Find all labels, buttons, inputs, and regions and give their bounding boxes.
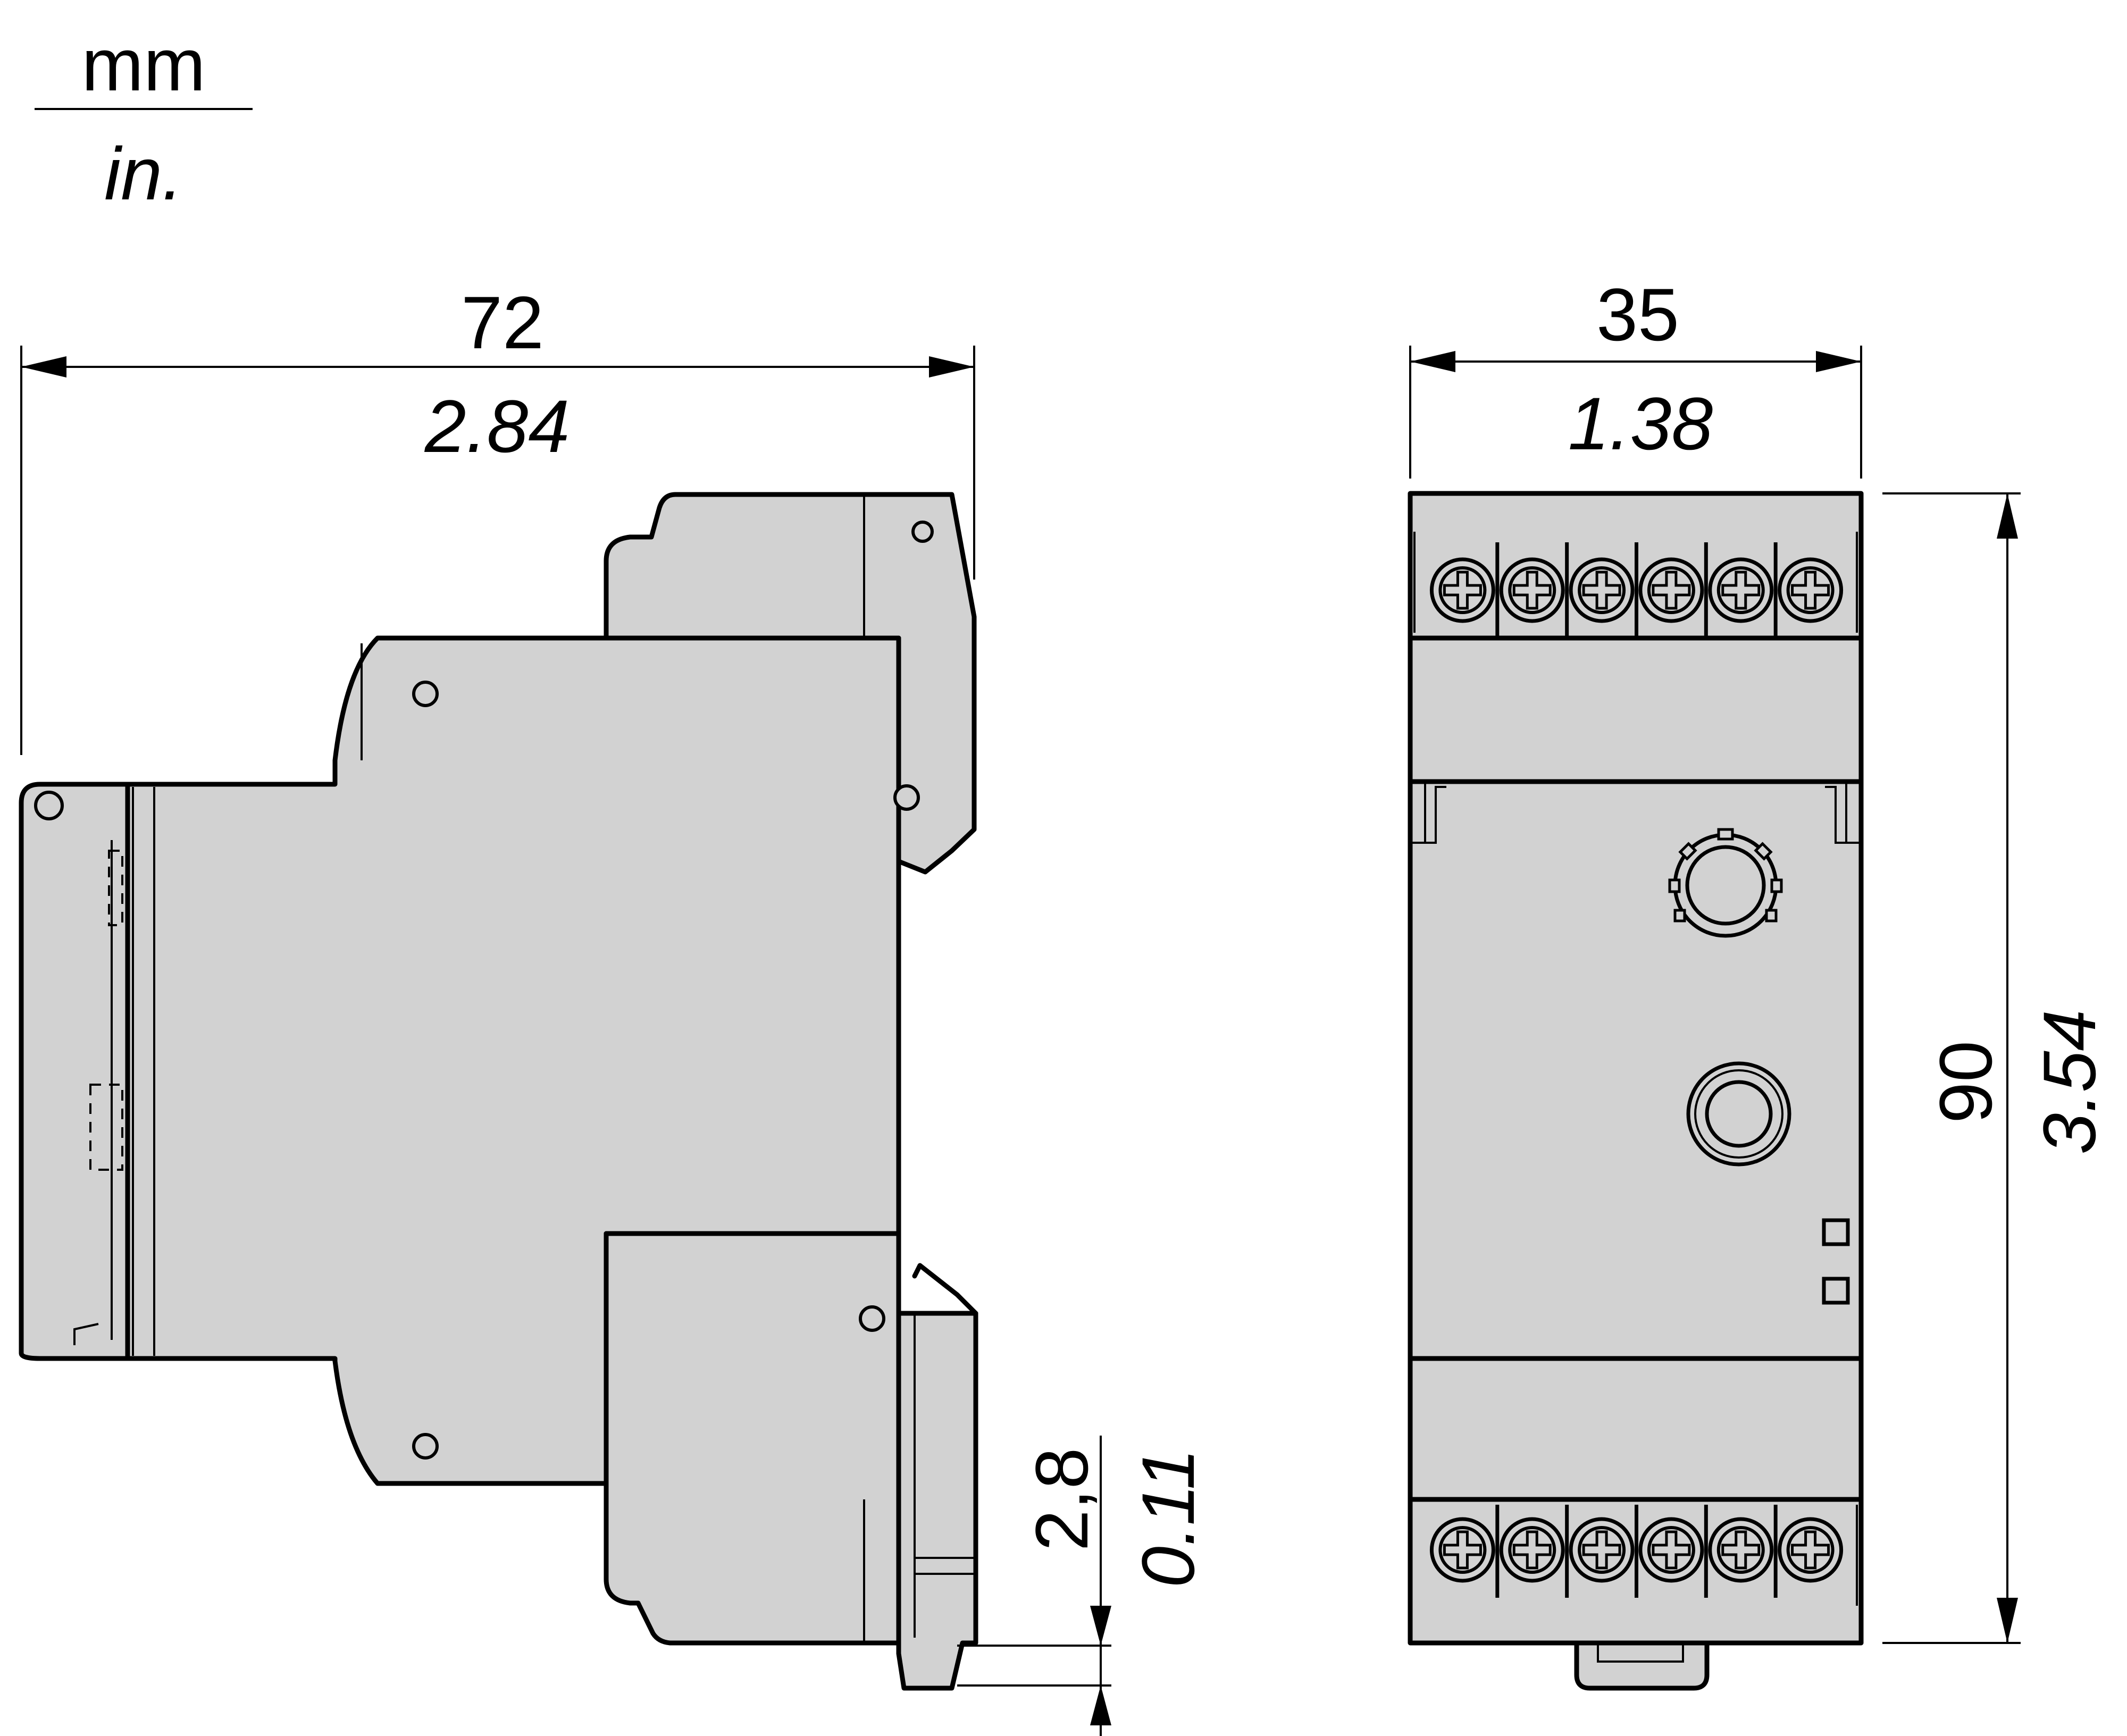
terminal-screw	[1495, 1505, 1565, 1598]
side-view	[19, 492, 978, 1691]
knob-tick-top	[1717, 828, 1734, 841]
terminal-screw	[1773, 1505, 1844, 1598]
lens-center	[1705, 1080, 1773, 1148]
side-hidden-tab	[108, 850, 123, 926]
side-hinge-pin	[34, 791, 64, 820]
unit-legend: mm in.	[35, 23, 253, 215]
terminal-screw	[1704, 1505, 1774, 1598]
terminal-screw	[1773, 542, 1844, 638]
front-height-in: 3.54	[2028, 1010, 2111, 1154]
unit-mm-label: mm	[81, 23, 205, 106]
status-led-2	[1822, 1277, 1850, 1305]
front-arrow-left	[1410, 351, 1455, 372]
terminal-screw	[1429, 557, 1495, 623]
side-hole-5	[412, 1433, 439, 1460]
knob-tick-topright	[1754, 842, 1773, 861]
bottom-terminal-row	[1429, 1505, 1844, 1598]
side-rail-clip	[896, 1311, 978, 1691]
front-width-dimension: 35 1.38	[1409, 273, 1862, 479]
terminal-screw	[1635, 1505, 1704, 1598]
indicator-lens[interactable]	[1686, 1061, 1791, 1167]
terminal-screw	[1635, 542, 1704, 638]
side-hole-4	[859, 1305, 885, 1332]
front-width-in: 1.38	[1568, 382, 1713, 465]
side-latch-mark	[73, 1323, 99, 1345]
height-arrow-bottom	[1997, 1598, 2018, 1643]
side-clip-top-edge	[912, 1263, 978, 1316]
front-cover-corner-right	[1825, 786, 1861, 844]
terminal-screw	[1495, 542, 1565, 638]
knob-tick-bottomleft	[1673, 909, 1686, 922]
side-width-mm: 72	[461, 281, 544, 364]
rail-offset-dimension: 2,8 0.11	[957, 1436, 1210, 1736]
front-cover-corner-left	[1410, 786, 1446, 844]
front-height-mm: 90	[1924, 1041, 2007, 1123]
front-height-dimension: 90 3.54	[1882, 492, 2111, 1644]
knob-inner	[1685, 845, 1766, 926]
height-arrow-top	[1997, 493, 2018, 539]
arrowhead-left	[21, 356, 66, 378]
terminal-screw	[1565, 542, 1635, 638]
side-hole-3	[893, 784, 920, 811]
adjustment-knob[interactable]	[1668, 828, 1783, 938]
terminal-screw	[1565, 1505, 1635, 1598]
front-view	[1408, 491, 1864, 1691]
side-hole-2	[911, 521, 934, 543]
knob-tick-left	[1668, 878, 1681, 893]
side-width-dimension: 72 2.84	[20, 281, 975, 755]
side-front-cover	[19, 782, 130, 1361]
knob-tick-bottomright	[1765, 909, 1778, 922]
status-led-1	[1822, 1218, 1850, 1246]
front-width-mm: 35	[1596, 273, 1679, 356]
terminal-screw	[1429, 1517, 1495, 1583]
rail-offset-in: 0.11	[1126, 1448, 1210, 1588]
front-housing	[1408, 491, 1864, 1646]
knob-tick-right	[1770, 878, 1783, 893]
side-bottom-terminal	[604, 1231, 901, 1646]
knob-tick-topleft	[1678, 842, 1697, 861]
unit-in-label: in.	[104, 132, 183, 215]
lens-middle-ring	[1694, 1069, 1783, 1159]
rail-arrow-top	[1090, 1606, 1111, 1646]
rail-offset-mm: 2,8	[1020, 1448, 1103, 1552]
side-hidden-slot	[89, 1084, 123, 1171]
rail-arrow-bottom	[1090, 1685, 1111, 1725]
arrowhead-right	[929, 356, 974, 378]
side-hole-1	[412, 681, 439, 707]
front-arrow-right	[1816, 351, 1861, 372]
front-rail-latch	[1574, 1640, 1710, 1691]
side-top-terminal	[604, 492, 977, 875]
terminal-screw	[1704, 542, 1774, 638]
side-width-in: 2.84	[424, 384, 570, 468]
top-terminal-row	[1429, 542, 1844, 638]
